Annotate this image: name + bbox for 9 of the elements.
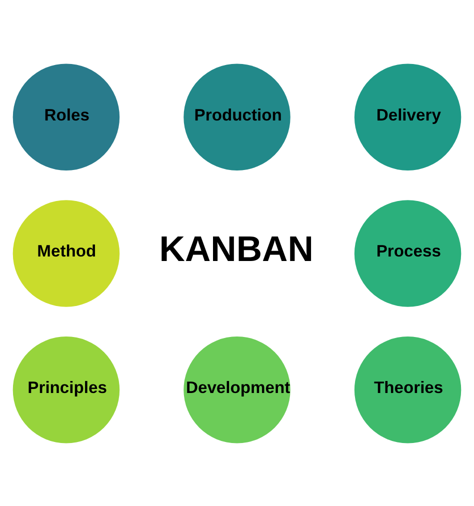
node-circle: Theories	[354, 336, 462, 443]
node-circle: Principles	[12, 336, 120, 443]
node-circle: Delivery	[354, 63, 462, 170]
node-circle: Roles	[12, 63, 120, 170]
node-circle: Development	[184, 336, 290, 443]
node-circle: Process	[354, 200, 462, 306]
node-circle: Production	[184, 63, 290, 170]
node-circle: Method	[12, 200, 120, 306]
label: KANBAN	[159, 228, 314, 269]
